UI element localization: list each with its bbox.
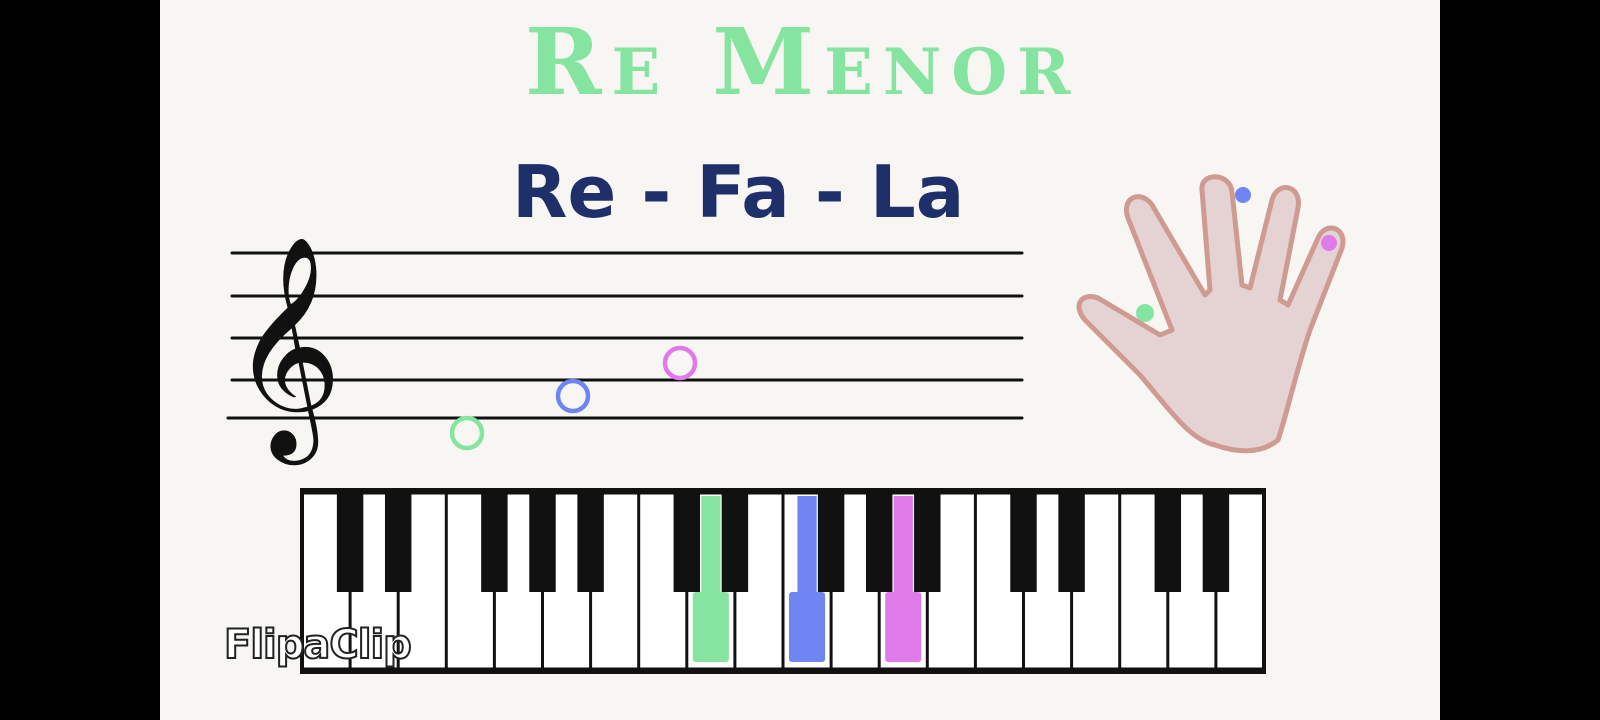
flipaclip-watermark: FlipaClip [223, 621, 413, 669]
treble-clef-icon: 𝄞 [230, 234, 342, 465]
black-key [865, 492, 893, 592]
black-key [914, 492, 941, 592]
note-re [449, 415, 485, 451]
key-la-highlight [885, 592, 922, 662]
black-key [1154, 492, 1182, 592]
black-key [384, 492, 412, 592]
key-re-highlight-upper [701, 496, 721, 600]
finger-dot-thumb [1136, 304, 1154, 322]
key-fa-highlight-upper [797, 496, 817, 600]
black-key [721, 492, 749, 592]
hand-icon [1076, 174, 1346, 454]
finger-dot-middle [1235, 187, 1251, 203]
black-key [1202, 492, 1230, 592]
finger-dot-pinky [1321, 235, 1337, 251]
black-key [481, 492, 508, 592]
note-la [662, 345, 698, 381]
illustration-canvas: Re Menor Re - Fa - La 𝄞 FlipaClip [160, 0, 1440, 720]
black-keys [336, 492, 1230, 662]
black-key [336, 492, 364, 592]
music-staff: 𝄞 [226, 234, 1024, 465]
hand-shape [1076, 174, 1346, 454]
piano-keyboard [300, 488, 1266, 674]
black-key [673, 492, 701, 592]
black-key [817, 492, 845, 592]
black-key [577, 492, 604, 592]
black-key [1058, 492, 1085, 592]
key-fa-highlight [789, 592, 826, 662]
black-key [1010, 492, 1037, 592]
black-key [529, 492, 556, 592]
note-fa [555, 378, 591, 414]
key-re-highlight [692, 592, 729, 662]
chord-title: Re Menor [525, 8, 1081, 116]
key-la-highlight-upper [893, 496, 913, 600]
chord-notes: Re - Fa - La [512, 150, 965, 234]
